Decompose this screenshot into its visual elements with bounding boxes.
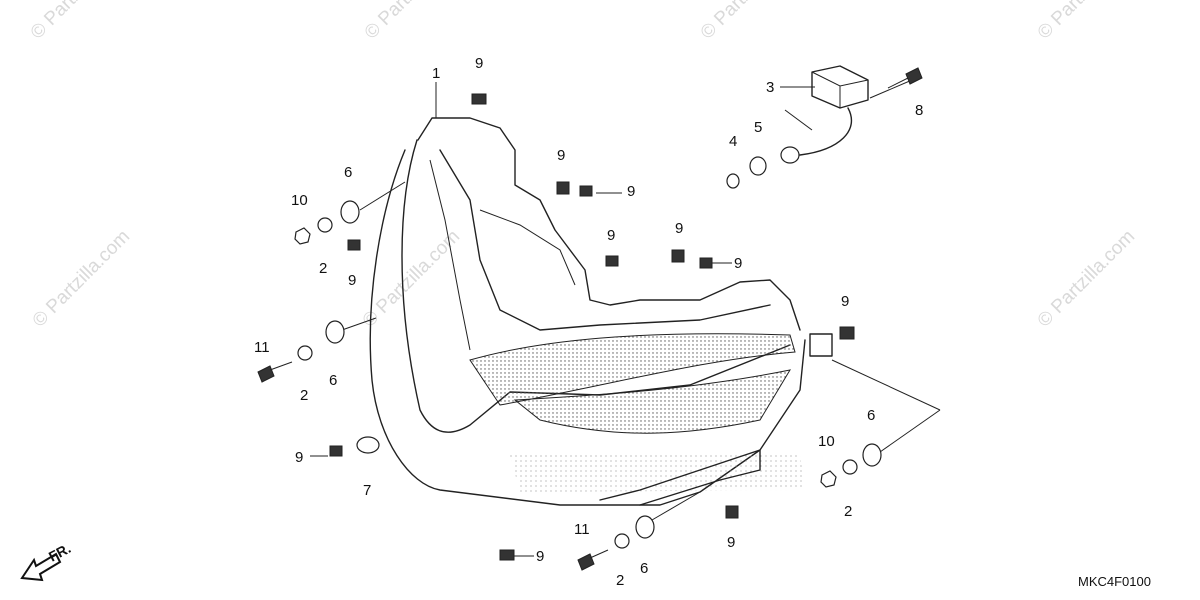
watermark-text: © Partzilla.com [697, 0, 802, 44]
callout-6: 6 [640, 560, 648, 577]
callout-9: 9 [627, 183, 635, 200]
clip-9-f [699, 257, 713, 269]
grommet-6-top [340, 200, 360, 224]
grommet-7 [356, 436, 380, 454]
nut-10-right [820, 470, 837, 488]
leader-8 [869, 79, 913, 99]
callout-9: 9 [557, 147, 565, 164]
callouts: 1 9 6 10 2 9 9 9 9 9 9 3 4 5 8 9 11 6 2 … [254, 55, 923, 589]
grommet-6-right [862, 443, 882, 467]
callout-2: 2 [319, 260, 327, 277]
callout-10: 10 [291, 192, 308, 209]
callout-9: 9 [734, 255, 742, 272]
callout-2: 2 [300, 387, 308, 404]
front-arrow-icon [20, 552, 62, 582]
clip-9-g [329, 445, 343, 457]
bolt-11-bottom [577, 549, 609, 571]
callout-9: 9 [348, 272, 356, 289]
drl-strip [469, 333, 796, 406]
callout-9: 9 [475, 55, 483, 72]
front-direction-indicator: FR. [20, 540, 73, 582]
watermark-text: © Partzilla.com [1034, 0, 1139, 44]
bolt-11-mid [257, 361, 293, 383]
headlight-lens-outline [369, 149, 806, 506]
callout-2: 2 [844, 503, 852, 520]
drl-lower [513, 369, 792, 434]
clip-9-a [471, 93, 487, 105]
clip-9-b [556, 181, 570, 195]
collar-2-bottom [614, 533, 630, 549]
clip-9-k [499, 549, 515, 561]
leader-6-bottom [651, 491, 701, 521]
housing-rib [479, 209, 576, 286]
watermark-text: © Partzilla.com [361, 0, 466, 44]
callout-9: 9 [727, 534, 735, 551]
watermark-text: © Partzilla.com [29, 226, 134, 331]
clip-9-d [605, 255, 619, 267]
leader-lines [310, 79, 941, 557]
grommet-5 [749, 156, 767, 176]
relay-body [811, 65, 869, 109]
lens-wing-emblem [510, 455, 805, 492]
callout-9: 9 [607, 227, 615, 244]
fasteners [257, 67, 923, 571]
callout-6: 6 [329, 372, 337, 389]
headlight-lower-bracket [599, 449, 761, 506]
callout-6: 6 [867, 407, 875, 424]
watermark-text: © Partzilla.com [1034, 226, 1139, 331]
leader-3b [784, 109, 813, 131]
nut-10-top [294, 227, 311, 245]
leader-6-right [879, 409, 941, 453]
callout-6: 6 [344, 164, 352, 181]
clip-9-e [671, 249, 685, 263]
diagram-code: MKC4F0100 [1078, 574, 1151, 589]
headlight-connector [809, 333, 833, 357]
clip-9-j [725, 505, 739, 519]
leader-6-top [359, 181, 406, 211]
headlight-housing-upper [417, 117, 801, 331]
watermarks: © Partzilla.com © Partzilla.com © Partzi… [27, 0, 1139, 332]
callout-9: 9 [841, 293, 849, 310]
callout-9: 9 [536, 548, 544, 565]
callout-1: 1 [432, 65, 440, 82]
clip-9-h [347, 239, 361, 251]
callout-4: 4 [729, 133, 737, 150]
watermark-text: © Partzilla.com [27, 0, 132, 44]
relay-module [780, 65, 869, 164]
leader-bracket-right [831, 359, 941, 411]
callout-7: 7 [363, 482, 371, 499]
bolt-8 [887, 67, 923, 89]
callout-9: 9 [295, 449, 303, 466]
headlight-lens-inner-edge [401, 139, 791, 433]
clip-9-i [839, 326, 855, 340]
relay-body-edge [811, 71, 869, 108]
collar-4 [726, 173, 740, 189]
clip-9-c [579, 185, 593, 197]
collar-2-right [842, 459, 858, 475]
collar-2-mid [297, 345, 313, 361]
leader-6-mid [341, 317, 377, 331]
grommet-6-mid [325, 320, 345, 344]
callout-9: 9 [675, 220, 683, 237]
callout-11: 11 [574, 521, 590, 538]
relay-grommet [780, 146, 800, 164]
relay-wire [799, 107, 853, 156]
callout-5: 5 [754, 119, 762, 136]
watermark-text: © Partzilla.com [359, 226, 464, 331]
callout-8: 8 [915, 102, 923, 119]
callout-10: 10 [818, 433, 835, 450]
headlight-unit [369, 117, 833, 506]
collar-2-top [317, 217, 333, 233]
headlight-housing-inner [439, 149, 771, 331]
callout-2: 2 [616, 572, 624, 589]
callout-11: 11 [254, 339, 270, 356]
grommet-6-bottom [635, 515, 655, 539]
callout-3: 3 [766, 79, 774, 96]
housing-rib [429, 159, 471, 351]
